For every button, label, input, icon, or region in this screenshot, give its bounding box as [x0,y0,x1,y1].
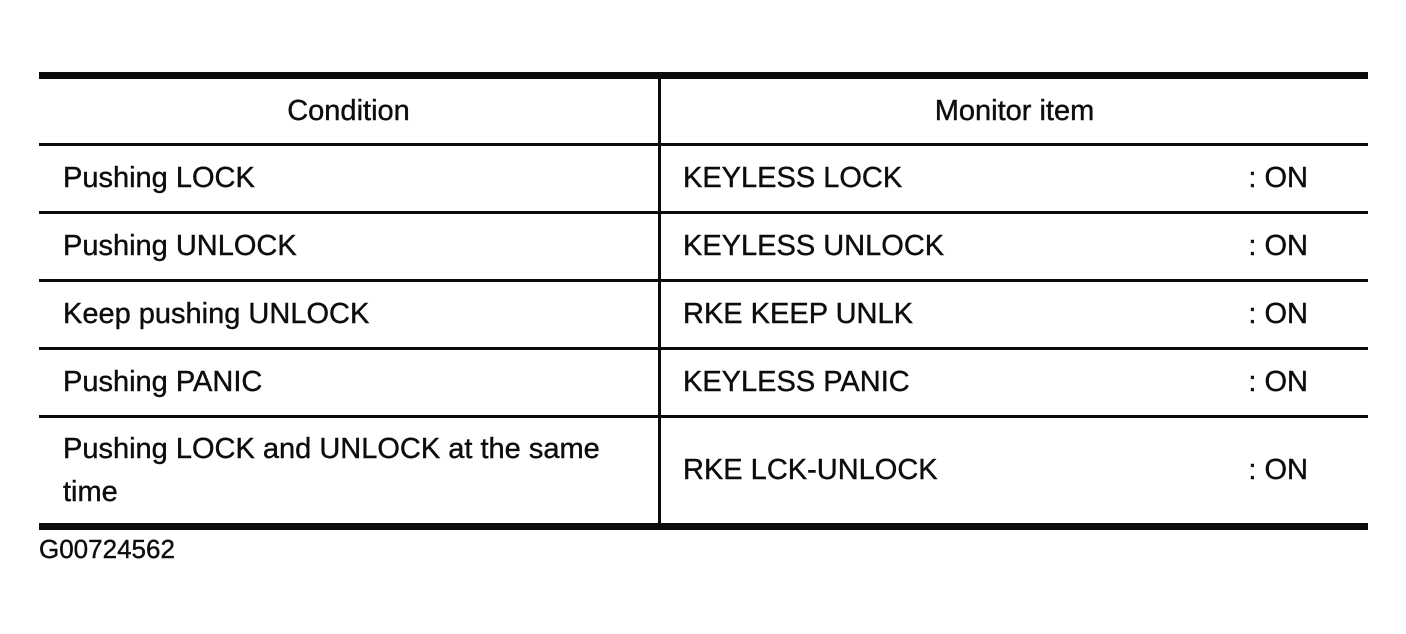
condition-text: Pushing LOCK and UNLOCK at the same time [63,433,600,508]
monitor-item-text: RKE LCK-UNLOCK [683,454,938,487]
condition-cell: Pushing LOCK and UNLOCK at the same time [39,418,661,523]
column-header-condition: Condition [39,79,661,143]
monitor-item-text: KEYLESS UNLOCK [683,230,945,263]
table-row: Pushing LOCK KEYLESS LOCK : ON [39,146,1368,214]
condition-text: Pushing UNLOCK [63,230,297,263]
table-row: Pushing LOCK and UNLOCK at the same time… [39,418,1368,523]
condition-text: Pushing PANIC [63,366,263,399]
monitor-cell: RKE KEEP UNLK : ON [661,282,1368,347]
table-row: Pushing UNLOCK KEYLESS UNLOCK : ON [39,214,1368,282]
figure-id: G00724562 [39,534,175,564]
monitor-item-text: KEYLESS LOCK [683,162,903,195]
monitor-value-text: : ON [1248,230,1308,263]
monitor-cell: KEYLESS UNLOCK : ON [661,214,1368,279]
table-header-row: Condition Monitor item [39,79,1368,146]
table-row: Pushing PANIC KEYLESS PANIC : ON [39,350,1368,418]
monitor-cell: RKE LCK-UNLOCK : ON [661,418,1368,523]
monitor-value-text: : ON [1248,298,1308,331]
condition-cell: Pushing PANIC [39,350,661,415]
monitor-item-text: RKE KEEP UNLK [683,298,913,331]
monitor-item-table: Condition Monitor item Pushing LOCK KEYL… [39,72,1368,530]
condition-text: Pushing LOCK [63,162,255,195]
monitor-item-text: KEYLESS PANIC [683,366,910,399]
monitor-value-text: : ON [1248,454,1308,487]
monitor-cell: KEYLESS LOCK : ON [661,146,1368,211]
monitor-value-text: : ON [1248,162,1308,195]
table-row: Keep pushing UNLOCK RKE KEEP UNLK : ON [39,282,1368,350]
monitor-value-text: : ON [1248,366,1308,399]
column-header-monitor-item: Monitor item [661,79,1368,143]
monitor-cell: KEYLESS PANIC : ON [661,350,1368,415]
condition-cell: Keep pushing UNLOCK [39,282,661,347]
column-header-monitor-item-label: Monitor item [934,94,1095,127]
condition-text: Keep pushing UNLOCK [63,298,370,331]
condition-cell: Pushing UNLOCK [39,214,661,279]
column-header-condition-label: Condition [287,94,410,127]
condition-cell: Pushing LOCK [39,146,661,211]
